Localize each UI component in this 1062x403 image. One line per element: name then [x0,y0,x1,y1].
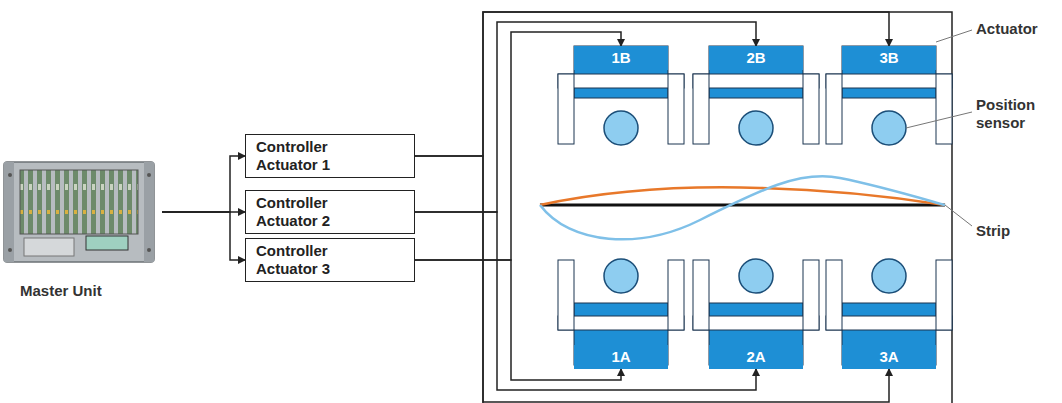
node-text: Controller Actuator 2 [256,194,368,230]
position-sensor [604,111,638,145]
part-label: Actuator [976,20,1060,38]
actuator-part [558,316,684,330]
actuator-label: 1B [574,46,668,70]
actuator-part [558,74,684,88]
actuator-part [668,260,684,330]
leader-line [945,205,972,226]
actuator-label: 2B [709,46,803,70]
actuator-part [574,46,668,98]
node-text: Master Unit [20,282,102,300]
node-text: 2A [746,348,765,366]
connector [415,156,889,402]
actuator-part [693,74,709,144]
actuator-part [693,260,709,330]
master-unit: Master Unit [2,150,162,300]
connector [162,156,245,212]
node-text: 2B [746,49,765,67]
strip-curve-orange [540,187,945,205]
actuator-part [709,46,803,98]
position-sensor [604,259,638,293]
master-unit-device [4,162,154,262]
position-sensor [872,111,906,145]
actuator-part [693,74,819,88]
strip-line [540,204,945,207]
actuator-part [936,260,952,330]
connector [415,12,889,156]
actuator-label: 2A [709,345,803,369]
node-text: 3B [879,49,898,67]
controller-box: Controller Actuator 2 [245,190,415,234]
controller-box: Controller Actuator 3 [245,238,415,282]
actuator-label: 3B [842,46,936,70]
actuator-part [693,316,819,330]
actuator-part [558,74,574,144]
node-text: 1A [611,348,630,366]
connector [162,212,245,260]
actuator-part [826,260,842,330]
node-text: Controller Actuator 1 [256,138,368,174]
node-text: Controller Actuator 3 [256,242,368,278]
actuator-part [558,260,574,330]
position-sensor [739,111,773,145]
part-label: Strip [976,222,1056,240]
node-text: 3A [879,348,898,366]
leader-line [906,112,972,128]
actuator-label: 3A [842,345,936,369]
strip-curve-blue [540,176,945,239]
connector [415,212,756,390]
actuator-part [826,316,952,330]
part-label: Position sensor [976,96,1056,132]
actuator-part [803,74,819,144]
controller-box: Controller Actuator 1 [245,134,415,178]
actuator-part [826,74,842,144]
actuator-part [842,46,936,98]
actuator-part [936,74,952,144]
node-text: 1B [611,49,630,67]
leader-line [936,30,972,42]
position-sensor [739,259,773,293]
actuator-part [668,74,684,144]
position-sensor [872,259,906,293]
actuator-part [826,74,952,88]
actuator-label: 1A [574,345,668,369]
actuator-part [803,260,819,330]
connector [415,22,756,212]
frame [483,12,952,403]
